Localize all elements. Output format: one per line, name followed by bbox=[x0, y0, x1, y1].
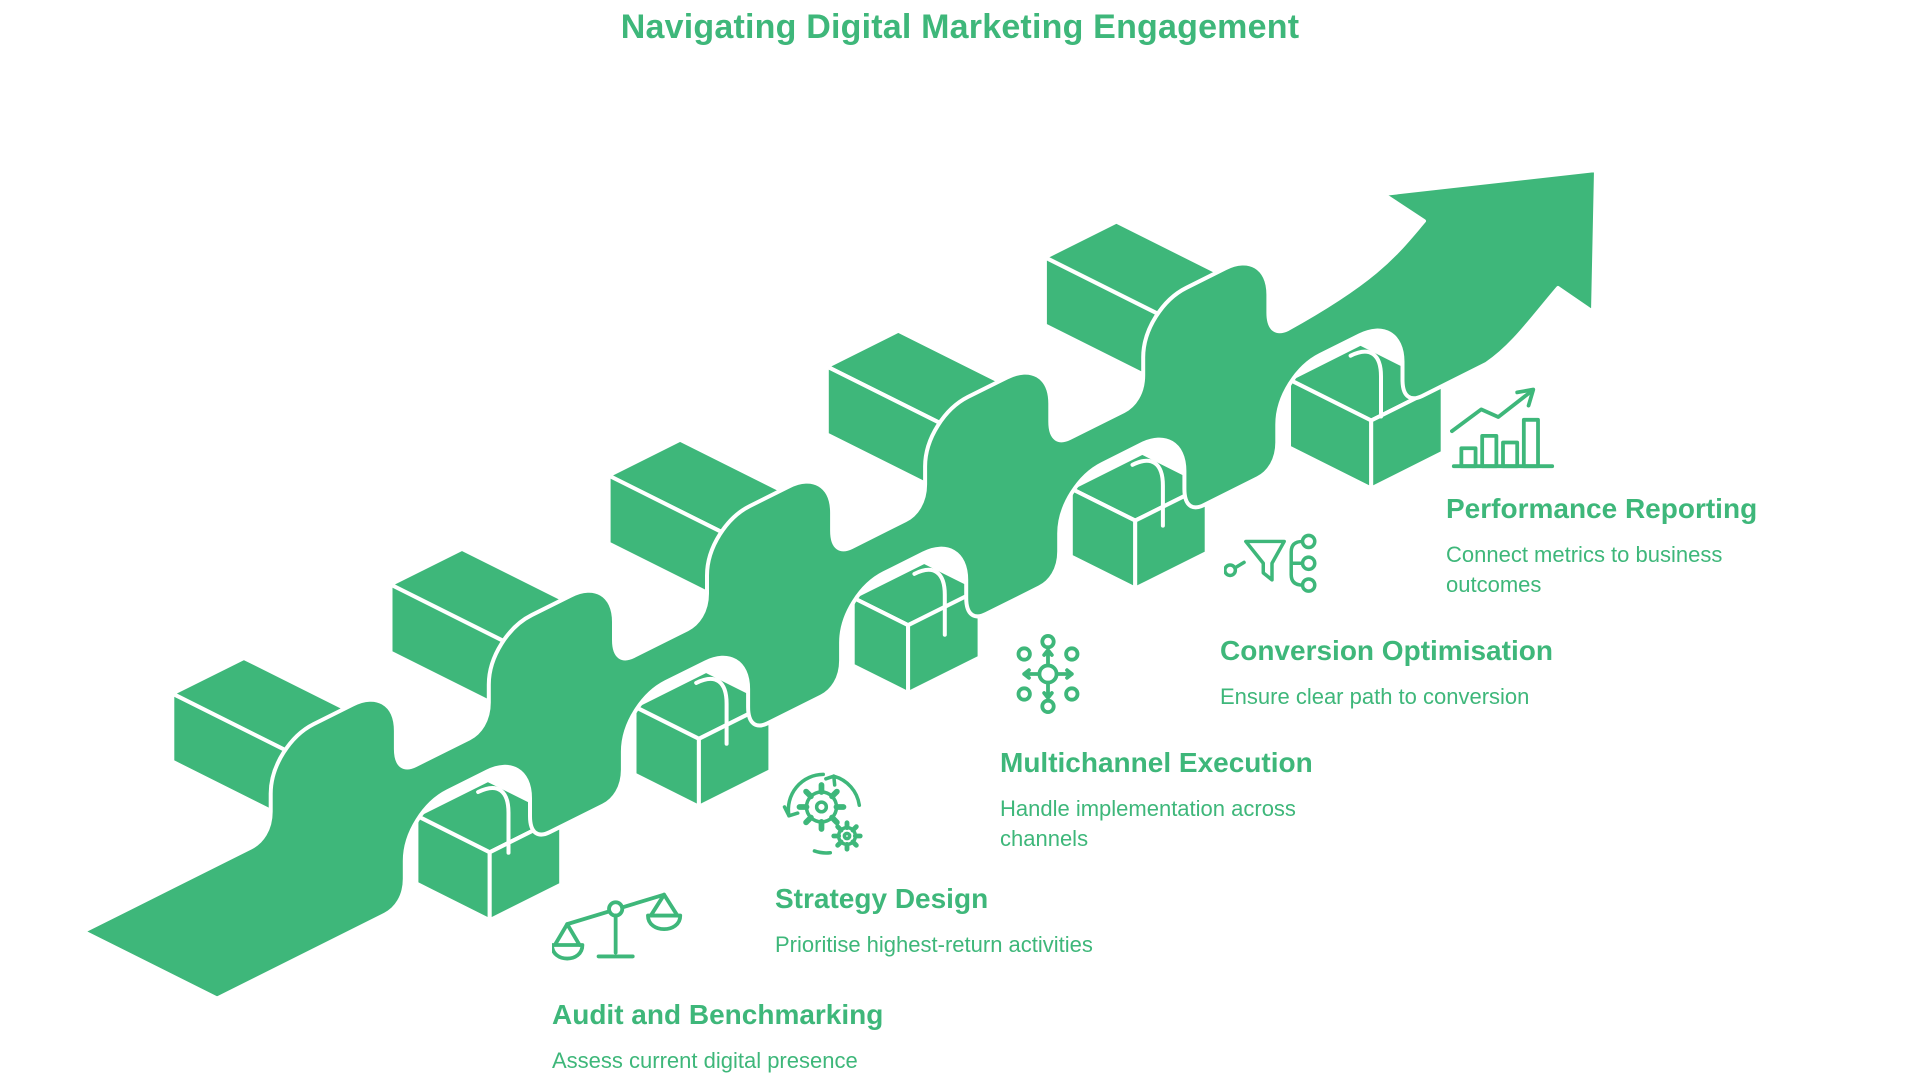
stage-description: Assess current digital presence bbox=[552, 1047, 858, 1073]
stage-item-performance: Performance Reporting Connect metrics to… bbox=[1446, 380, 1806, 599]
stage-title: Conversion Optimisation bbox=[1220, 635, 1553, 666]
ribbon-path bbox=[81, 168, 1598, 1001]
arch-rim-line bbox=[912, 567, 947, 637]
balance-scale-icon bbox=[550, 886, 912, 974]
stage-item-conversion: Conversion Optimisation Ensure clear pat… bbox=[1220, 522, 1610, 712]
stage-title: Multichannel Execution bbox=[1000, 747, 1313, 778]
arch-rim-line bbox=[476, 786, 511, 855]
stage-item-multichannel: Multichannel Execution Handle implementa… bbox=[1000, 634, 1360, 853]
stage-title: Performance Reporting bbox=[1446, 493, 1758, 524]
growth-chart-icon bbox=[1446, 380, 1806, 469]
stage-description: Prioritise highest-return activities bbox=[775, 931, 1093, 957]
arch-rim-line bbox=[1130, 458, 1165, 528]
crossbar-face bbox=[906, 587, 982, 696]
crossbar-face bbox=[696, 701, 773, 809]
gears-cycle-icon bbox=[775, 770, 1135, 858]
stage-description: Ensure clear path to conversion bbox=[1220, 683, 1530, 709]
arch-rim-line bbox=[694, 676, 729, 746]
stage-title: Strategy Design bbox=[775, 883, 989, 914]
page-title: Navigating Digital Marketing Engagement bbox=[620, 8, 1300, 46]
network-hub-icon bbox=[1000, 634, 1360, 722]
stage-item-strategy: Strategy Design Prioritise highest-retur… bbox=[775, 770, 1135, 960]
stage-title: Audit and Benchmarking bbox=[552, 999, 884, 1030]
stage-description: Connect metrics to business outcomes bbox=[1446, 541, 1723, 597]
crossbar-face bbox=[1133, 482, 1209, 591]
stage-description: Handle implementation across channels bbox=[1000, 795, 1296, 851]
arch-rim-line bbox=[1348, 349, 1383, 419]
stage-item-audit: Audit and Benchmarking Assess current di… bbox=[550, 886, 912, 1076]
funnel-flow-icon bbox=[1220, 522, 1610, 610]
